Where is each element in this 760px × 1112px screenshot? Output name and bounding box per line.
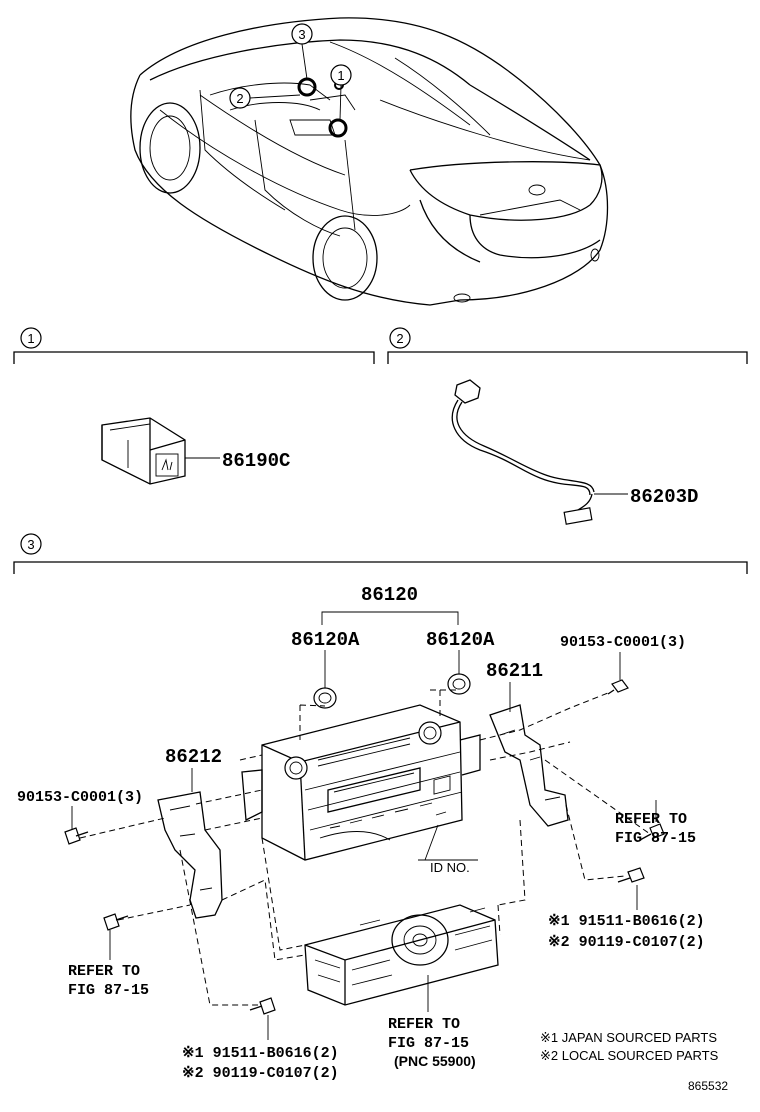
label-id-no: ID NO. <box>430 860 470 875</box>
callout-3: 3 <box>291 23 313 45</box>
callout-1: 1 <box>330 64 352 86</box>
cable-86203d <box>451 379 628 525</box>
label-bolt-right-b: ※2 90119-C0107(2) <box>548 934 705 951</box>
label-refer-right-1: REFER TO <box>615 811 687 828</box>
figure-code: 865532 <box>688 1079 728 1093</box>
bracket-86120 <box>321 611 459 625</box>
label-refer-right-2: FIG 87-15 <box>615 830 696 847</box>
svg-text:3: 3 <box>27 537 34 552</box>
svg-text:1: 1 <box>27 331 34 346</box>
assembly-lines <box>79 692 651 1006</box>
label-90153-left: 90153-C0001(3) <box>17 789 143 806</box>
label-86120: 86120 <box>361 584 418 606</box>
label-86211: 86211 <box>486 660 543 682</box>
legend-note-2: ※2 LOCAL SOURCED PARTS <box>540 1048 719 1063</box>
callout-2: 2 <box>229 87 251 109</box>
bracket-86212 <box>157 791 223 919</box>
label-refer-bottom-1: REFER TO <box>388 1016 460 1033</box>
label-refer-bottom-2: FIG 87-15 <box>388 1035 469 1052</box>
label-86120a-right: 86120A <box>426 629 495 651</box>
svg-text:2: 2 <box>396 331 403 346</box>
label-90153-right: 90153-C0001(3) <box>560 634 686 651</box>
label-refer-bottom-3: (PNC 55900) <box>394 1053 476 1069</box>
label-bolt-bottom-b: ※2 90119-C0107(2) <box>182 1065 339 1082</box>
knob-left <box>313 650 337 709</box>
bracket-86211 <box>489 704 569 827</box>
screw-left-mid <box>103 913 129 931</box>
audio-head-unit <box>241 704 481 861</box>
legend-note-1: ※1 JAPAN SOURCED PARTS <box>540 1030 717 1045</box>
car-illustration <box>130 17 609 306</box>
screw-left-bottom <box>249 997 276 1015</box>
label-refer-left-2: FIG 87-15 <box>68 982 149 999</box>
label-86120a-left: 86120A <box>291 629 360 651</box>
section-3-header: 3 <box>13 533 748 574</box>
label-86212: 86212 <box>165 746 222 768</box>
label-bolt-bottom-a: ※1 91511-B0616(2) <box>182 1045 339 1062</box>
id-no-leader <box>424 824 439 861</box>
screw-right-mid <box>639 823 665 841</box>
knob-right <box>447 650 471 695</box>
switch-86190c <box>101 417 220 485</box>
label-86203d: 86203D <box>630 486 698 508</box>
label-refer-left-1: REFER TO <box>68 963 140 980</box>
svg-text:2: 2 <box>236 91 243 106</box>
climate-control-panel <box>304 904 499 1006</box>
screw-right-bottom <box>617 867 645 883</box>
svg-text:1: 1 <box>337 68 344 83</box>
svg-text:3: 3 <box>298 27 305 42</box>
section-2-header: 2 <box>387 327 748 364</box>
label-86190c: 86190C <box>222 450 290 472</box>
screw-left-top <box>64 827 89 845</box>
screw-right-top <box>607 679 629 695</box>
section-1-header: 1 <box>13 327 375 364</box>
label-bolt-right-a: ※1 91511-B0616(2) <box>548 913 705 930</box>
